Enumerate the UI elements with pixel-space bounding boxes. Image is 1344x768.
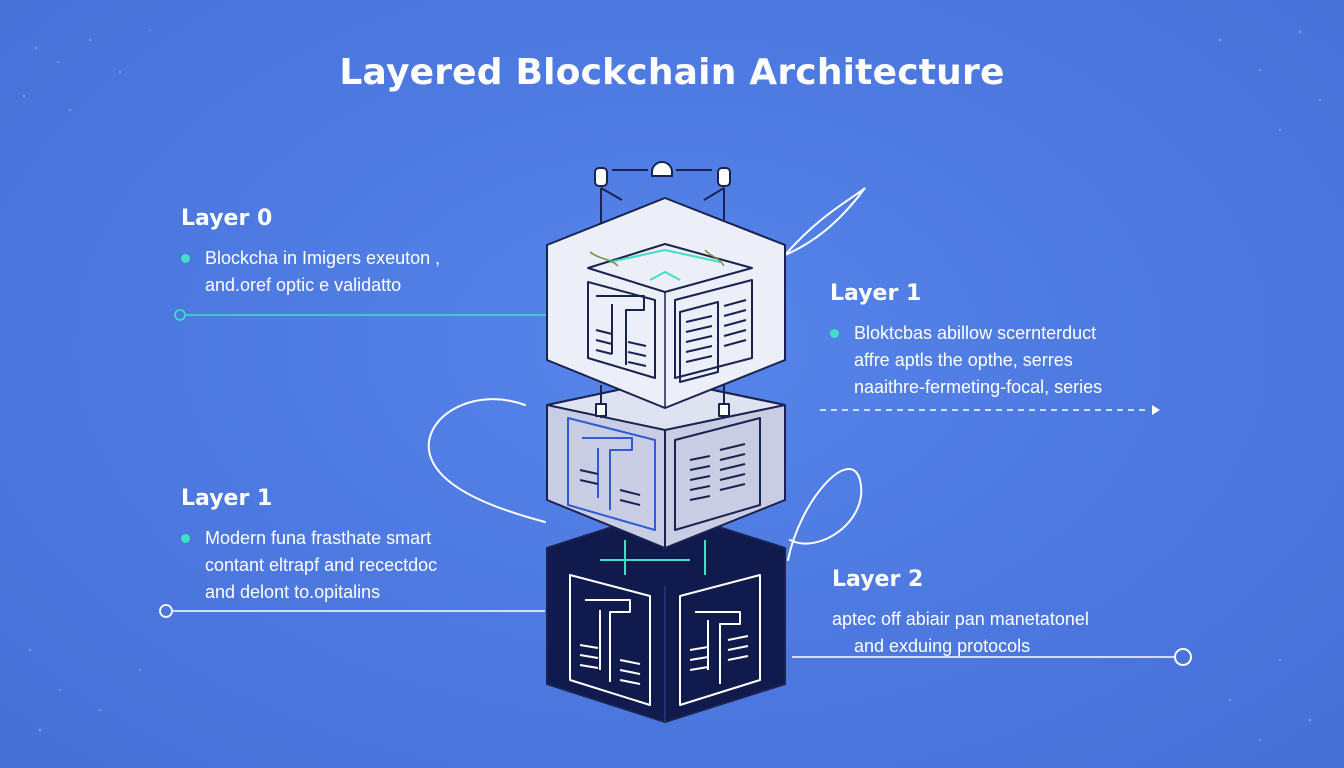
layer-1-left-line-1: Modern funa frasthate smart — [205, 528, 432, 548]
layer-1-right-title: Layer 1 — [830, 281, 922, 306]
layer-1-left-line-3: and delont to.opitalins — [205, 582, 381, 602]
layer-0-line-1: Blockcha in Imigers exeuton , — [205, 248, 441, 268]
layer-2-title: Layer 2 — [832, 567, 924, 592]
background-speckles — [22, 29, 1322, 742]
layer-2-line-1: aptec off abiair pan manetatonel — [832, 609, 1089, 629]
layer-1-right-block: Layer 1 Bloktcbas abillow scernterduct a… — [830, 281, 1102, 401]
layer-1-left-line-2: contant eltrapf and recectdoc — [205, 555, 438, 575]
layer-0-line-2: and.oref optic e validatto — [205, 275, 402, 295]
layer-0-block: Layer 0 Blockcha in Imigers exeuton , an… — [181, 206, 440, 299]
layer-0-description: Blockcha in Imigers exeuton , and.oref o… — [181, 245, 440, 299]
layer-1-right-line-1: Bloktcbas abillow scernterduct — [854, 323, 1097, 343]
layer-1-left-description: Modern funa frasthate smart contant eltr… — [181, 525, 437, 606]
cube-layer-top — [546, 197, 786, 409]
layer-2-line-2: and exduing protocols — [854, 636, 1031, 656]
decorative-loops — [427, 187, 866, 561]
layer-2-description: aptec off abiair pan manetatonel and exd… — [832, 606, 1089, 660]
layer-1-left-title: Layer 1 — [181, 486, 273, 511]
layer1-left-connector-node — [159, 604, 173, 618]
layer-1-right-line-2: affre aptls the opthe, serres — [854, 350, 1073, 370]
cube-layer-bottom — [546, 509, 786, 723]
bullet-dot-icon — [830, 329, 839, 338]
layer1-right-arrowhead — [1152, 405, 1160, 415]
page-title: Layered Blockchain Architecture — [339, 52, 1005, 93]
layer0-connector-node — [174, 309, 186, 321]
layer-1-right-line-3: naaithre-fermeting-focal, series — [854, 377, 1103, 397]
layer-1-left-block: Layer 1 Modern funa frasthate smart cont… — [181, 486, 437, 606]
bullet-dot-icon — [181, 534, 190, 543]
layer-2-block: Layer 2 aptec off abiair pan manetatonel… — [832, 567, 1089, 660]
layer-0-title: Layer 0 — [181, 206, 273, 231]
layer-1-right-description: Bloktcbas abillow scernterduct affre apt… — [830, 320, 1102, 401]
connector-lines — [159, 309, 1192, 666]
bullet-dot-icon — [181, 254, 190, 263]
layer2-connector-node — [1174, 648, 1192, 666]
